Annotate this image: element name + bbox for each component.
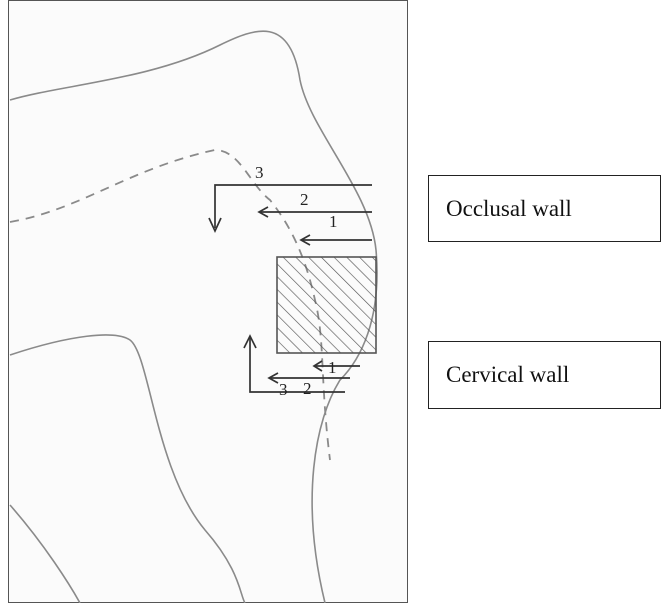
occlusal-number-2: 2 (300, 190, 309, 209)
occlusal-wall-label: Occlusal wall (446, 196, 572, 222)
root-contour (10, 505, 80, 603)
cervical-wall-label-box: Cervical wall (428, 341, 661, 409)
occlusal-arrows (209, 185, 372, 245)
pulp-contour (10, 335, 245, 603)
cavity-hatched (277, 257, 376, 353)
occlusal-number-1: 1 (329, 212, 338, 231)
cervical-number-2: 2 (303, 379, 312, 398)
cervical-number-3: 3 (279, 380, 288, 399)
occlusal-arrow-3 (215, 185, 372, 228)
cervical-wall-label: Cervical wall (446, 362, 569, 388)
occlusal-wall-label-box: Occlusal wall (428, 175, 661, 242)
occlusal-number-3: 3 (255, 163, 264, 182)
cervical-number-1: 1 (328, 358, 337, 377)
